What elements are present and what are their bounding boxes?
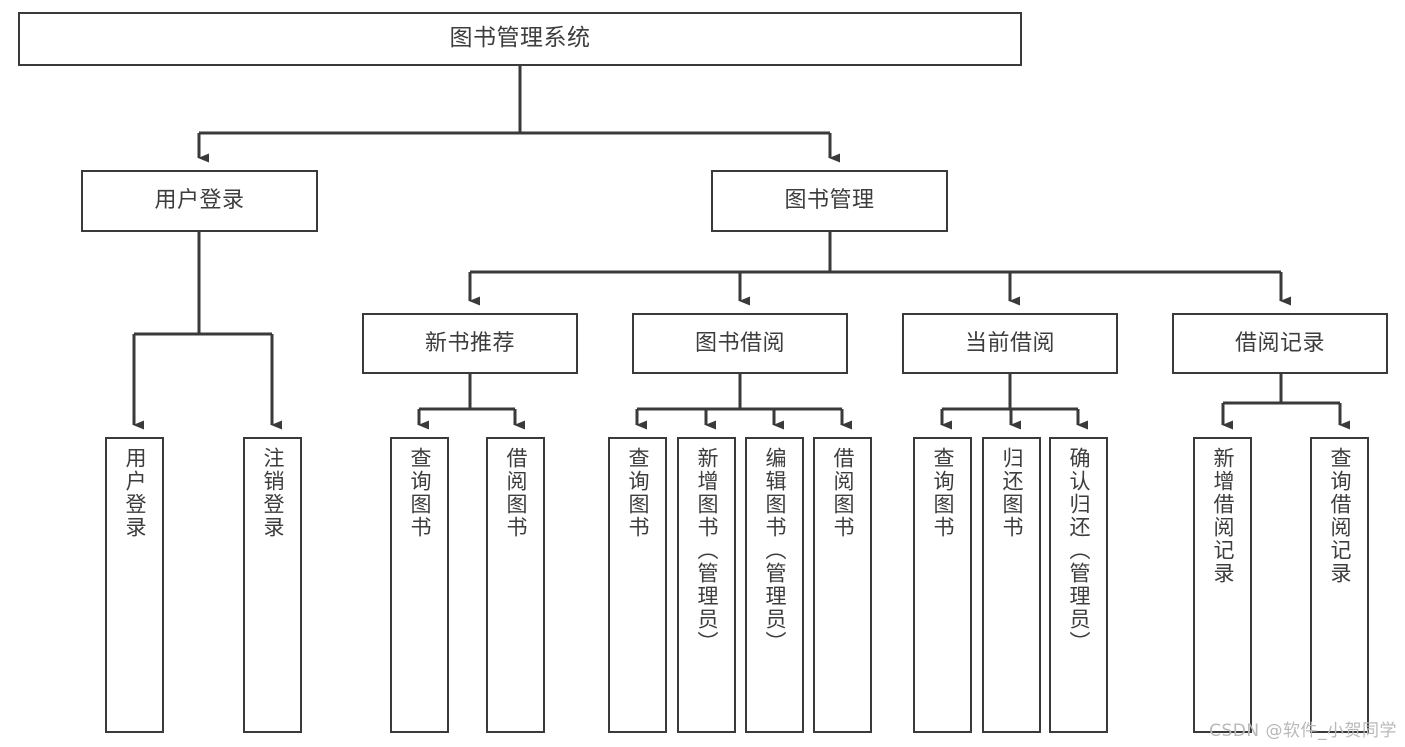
node-root-label: 图书管理系统 [449,25,591,52]
node-root-book-management-system[interactable]: 图书管理系统 [18,12,1022,66]
node-new-book-recommend-label: 新书推荐 [424,330,515,356]
node-leaf-currentborrow-query-book[interactable]: 查询图书 [913,437,972,733]
node-leaf-currentborrow-return-book-label: 归还图书 [1000,447,1024,539]
node-leaf-bookborrow-borrow-book[interactable]: 借阅图书 [813,437,872,733]
node-leaf-currentborrow-query-book-label: 查询图书 [931,447,955,539]
node-user-login[interactable]: 用户登录 [81,170,318,232]
node-new-book-recommend[interactable]: 新书推荐 [362,313,578,374]
node-leaf-logout[interactable]: 注销登录 [243,437,302,733]
node-leaf-bookborrow-query-book-label: 查询图书 [626,447,650,539]
node-leaf-bookborrow-query-book[interactable]: 查询图书 [608,437,667,733]
node-book-management-label: 图书管理 [784,188,875,214]
node-leaf-logout-label: 注销登录 [261,447,285,539]
node-leaf-newbook-borrow-book-label: 借阅图书 [504,447,528,539]
node-leaf-currentborrow-confirm-return[interactable]: 确认归还（管理员） [1049,437,1108,733]
node-borrow-record-label: 借阅记录 [1234,330,1325,356]
node-leaf-user-login-label: 用户登录 [123,447,147,539]
node-leaf-bookborrow-edit-book-label: 编辑图书（管理员） [763,447,787,654]
node-borrow-record[interactable]: 借阅记录 [1172,313,1388,374]
node-book-borrow-label: 图书借阅 [694,330,785,356]
node-book-management[interactable]: 图书管理 [711,170,948,232]
node-leaf-bookborrow-add-book[interactable]: 新增图书（管理员） [677,437,736,733]
csdn-watermark: CSDN @软件_小贺同学 [1209,721,1397,741]
node-leaf-bookborrow-borrow-book-label: 借阅图书 [831,447,855,539]
node-leaf-bookborrow-add-book-label: 新增图书（管理员） [695,447,719,654]
node-user-login-label: 用户登录 [154,188,245,214]
node-leaf-borrowrecord-query-record-label: 查询借阅记录 [1328,447,1352,585]
node-current-borrow[interactable]: 当前借阅 [902,313,1118,374]
node-current-borrow-label: 当前借阅 [964,330,1055,356]
node-leaf-borrowrecord-query-record[interactable]: 查询借阅记录 [1310,437,1369,733]
node-leaf-newbook-query-book-label: 查询图书 [408,447,432,539]
node-leaf-currentborrow-confirm-return-label: 确认归还（管理员） [1067,447,1091,654]
node-book-borrow[interactable]: 图书借阅 [632,313,848,374]
node-leaf-user-login[interactable]: 用户登录 [105,437,164,733]
node-leaf-borrowrecord-add-record-label: 新增借阅记录 [1211,447,1235,585]
node-leaf-currentborrow-return-book[interactable]: 归还图书 [982,437,1041,733]
node-leaf-bookborrow-edit-book[interactable]: 编辑图书（管理员） [745,437,804,733]
node-leaf-newbook-borrow-book[interactable]: 借阅图书 [486,437,545,733]
node-leaf-newbook-query-book[interactable]: 查询图书 [390,437,449,733]
node-leaf-borrowrecord-add-record[interactable]: 新增借阅记录 [1193,437,1252,733]
